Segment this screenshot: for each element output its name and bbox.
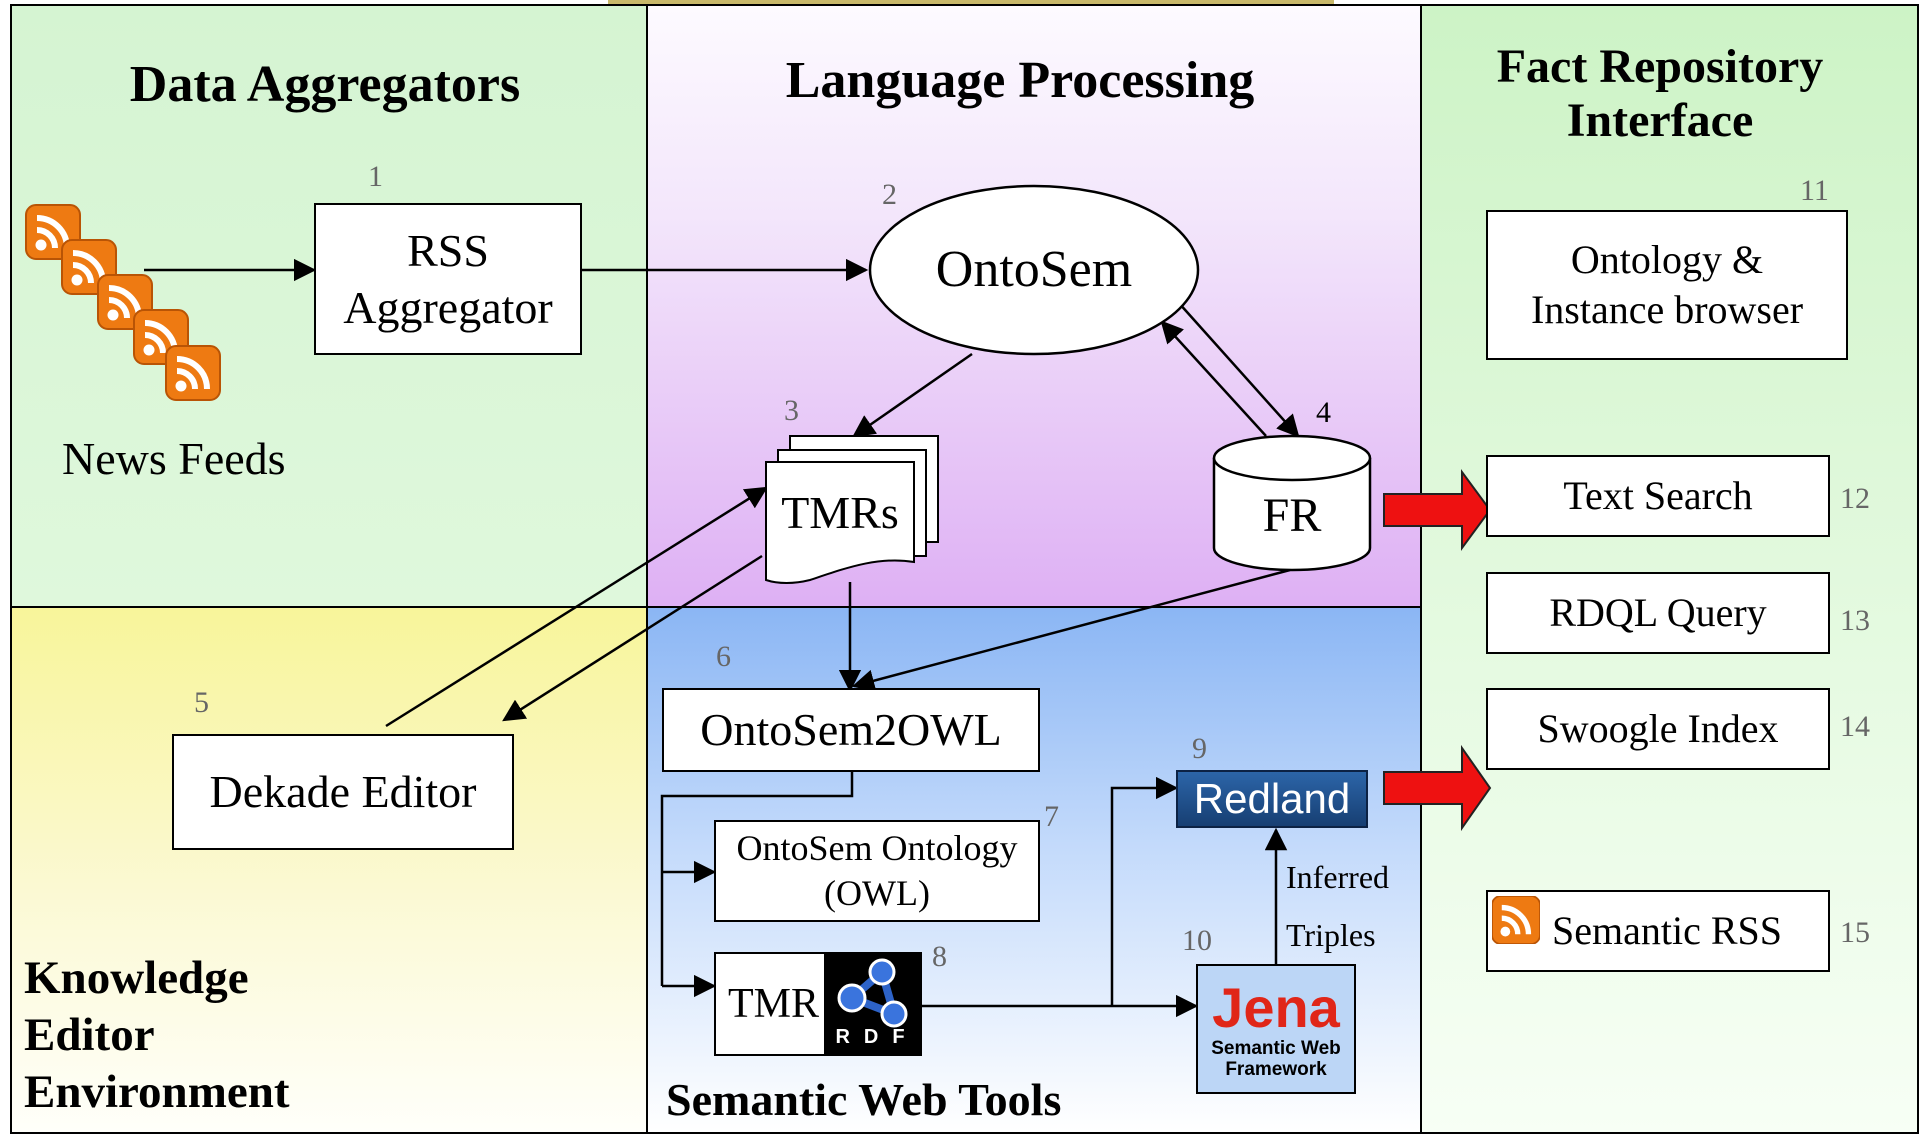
edge-fr-to-ontosem xyxy=(1160,320,1267,437)
heading-data-aggregators: Data Aggregators xyxy=(129,56,521,113)
rss-aggregator-line1: RSS xyxy=(407,224,489,276)
heading-fact-repository-line2: Interface xyxy=(1566,93,1754,147)
semantic-rss-icon xyxy=(1492,896,1540,944)
jena-logo-wordmark: Jena xyxy=(1212,976,1340,1040)
heading-knowledge-line3: Environment xyxy=(24,1066,290,1118)
edge-ontosem2owl-branch xyxy=(660,772,854,986)
fr-number: 4 xyxy=(1316,396,1331,429)
rdql-query-box[interactable]: RDQL Query xyxy=(1486,572,1830,654)
edge-fr-to-ontosem2owl xyxy=(851,568,1291,692)
text-search-box[interactable]: Text Search xyxy=(1486,455,1830,537)
edge-ontosem-to-tmrs xyxy=(852,352,973,438)
tmr-rdf-number: 8 xyxy=(932,940,947,973)
rdf-logo-icon: RDF xyxy=(824,954,920,1054)
redland-logo[interactable]: Redland xyxy=(1176,770,1368,828)
tmrs-document-stack xyxy=(765,435,939,584)
rss-aggregator-number: 1 xyxy=(368,160,383,193)
heading-knowledge-editor: Knowledge Editor Environment xyxy=(24,950,290,1121)
ontology-browser-line1: Ontology & xyxy=(1570,237,1764,282)
tmr-rdf-label: TMR xyxy=(728,980,820,1027)
rss-aggregator-box[interactable]: RSS Aggregator xyxy=(314,203,582,355)
jena-logo[interactable]: Jena Semantic Web Framework xyxy=(1196,964,1356,1094)
dekade-number: 5 xyxy=(194,686,209,719)
edge-dekade-to-tmrs xyxy=(385,486,768,728)
ontosem-ontology-line2: (OWL) xyxy=(824,873,930,913)
ontosem-ontology-number: 7 xyxy=(1044,800,1059,833)
dekade-editor-box[interactable]: Dekade Editor xyxy=(172,734,514,850)
rdf-logo-text: RDF xyxy=(835,1026,919,1048)
ontosem-ontology-box[interactable]: OntoSem Ontology (OWL) xyxy=(714,820,1040,922)
redland-number: 9 xyxy=(1192,732,1207,765)
tmrs-number: 3 xyxy=(784,394,799,427)
ontosem2owl-box[interactable]: OntoSem2OWL xyxy=(662,688,1040,772)
swoogle-index-number: 14 xyxy=(1840,710,1870,743)
ontosem2owl-number: 6 xyxy=(716,640,731,673)
tmr-rdf-box[interactable]: TMR RDF xyxy=(714,952,922,1056)
inferred-triples-label: Inferred Triples xyxy=(1286,848,1389,964)
red-arrow-redland-to-swoogle xyxy=(1383,744,1492,832)
rdql-query-number: 13 xyxy=(1840,604,1870,637)
heading-fact-repository-line1: Fact Repository xyxy=(1496,40,1824,93)
news-feeds-label: News Feeds xyxy=(62,433,286,484)
edge-tmrs-to-dekade xyxy=(502,554,763,722)
ontology-browser-number: 11 xyxy=(1800,174,1829,207)
fr-label[interactable]: FR xyxy=(1262,489,1322,542)
ontosem-ellipse xyxy=(868,184,1200,356)
ontosem-number: 2 xyxy=(882,178,897,211)
semantic-rss-label: Semantic RSS xyxy=(1552,908,1783,953)
ontosem-ontology-line1: OntoSem Ontology xyxy=(736,828,1018,868)
knowledge-editor-panel xyxy=(10,606,648,1134)
edge-tmr-to-redland xyxy=(1110,776,1179,1006)
ontology-browser-box[interactable]: Ontology & Instance browser xyxy=(1486,210,1848,360)
heading-knowledge-line2: Editor xyxy=(24,1009,155,1061)
heading-knowledge-line1: Knowledge xyxy=(24,952,249,1004)
semantic-rss-number: 15 xyxy=(1840,916,1870,949)
inferred-label-line2: Triples xyxy=(1286,917,1376,953)
heading-language-processing: Language Processing xyxy=(785,52,1255,109)
edge-ontosem-to-fr xyxy=(1177,301,1300,438)
rss-aggregator-line2: Aggregator xyxy=(343,282,553,333)
jena-logo-sub1: Semantic Web xyxy=(1211,1037,1341,1059)
inferred-label-line1: Inferred xyxy=(1286,859,1390,895)
fr-cylinder xyxy=(1212,434,1372,572)
ontosem-label[interactable]: OntoSem xyxy=(935,241,1133,298)
swoogle-index-box[interactable]: Swoogle Index xyxy=(1486,688,1830,770)
ontology-browser-line2: Instance browser xyxy=(1530,287,1804,332)
jena-logo-sub2: Framework xyxy=(1225,1058,1327,1080)
heading-semantic-web-tools: Semantic Web Tools xyxy=(666,1074,1062,1125)
top-decoration xyxy=(608,0,1334,4)
tmrs-label[interactable]: TMRs xyxy=(781,487,899,538)
semantic-rss-box[interactable]: Semantic RSS xyxy=(1486,890,1830,972)
rss-feed-icon-stack xyxy=(25,204,221,401)
jena-number: 10 xyxy=(1182,924,1212,957)
red-arrow-fr-to-text-search xyxy=(1383,468,1492,552)
heading-fact-repository: Fact Repository Interface xyxy=(1440,40,1880,148)
text-search-number: 12 xyxy=(1840,482,1870,515)
